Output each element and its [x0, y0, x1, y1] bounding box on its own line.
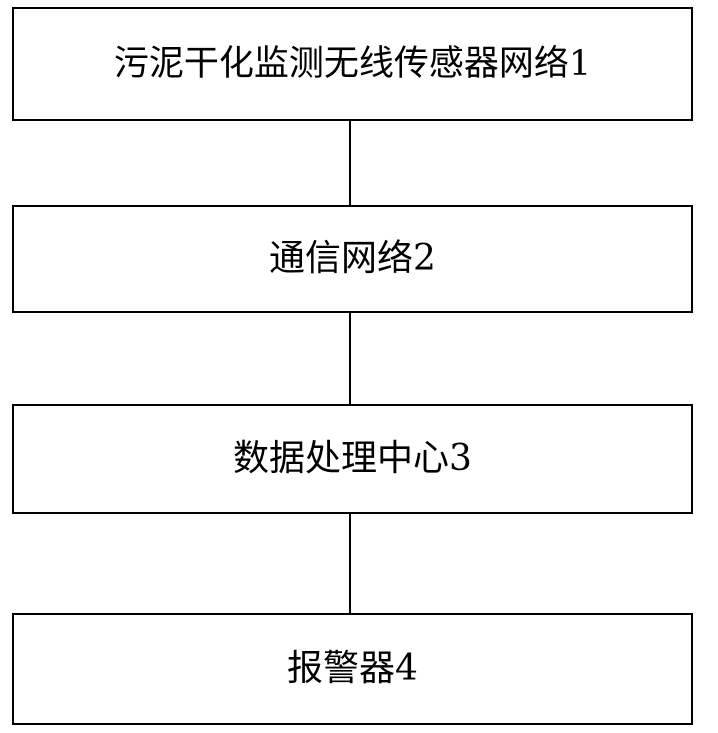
node-alarm: 报警器4: [12, 613, 693, 725]
node-sensor-network-label: 污泥干化监测无线传感器网络1: [113, 43, 592, 84]
edge-1-to-2: [349, 121, 351, 205]
node-sensor-network: 污泥干化监测无线传感器网络1: [12, 7, 693, 121]
node-alarm-label: 报警器4: [287, 648, 418, 689]
edge-2-to-3: [349, 313, 351, 404]
node-data-processing-center: 数据处理中心3: [12, 404, 693, 514]
edge-3-to-4: [349, 514, 351, 613]
node-data-processing-center-label: 数据处理中心3: [233, 438, 472, 479]
node-communication-network-label: 通信网络2: [269, 238, 436, 279]
node-communication-network: 通信网络2: [12, 205, 693, 313]
